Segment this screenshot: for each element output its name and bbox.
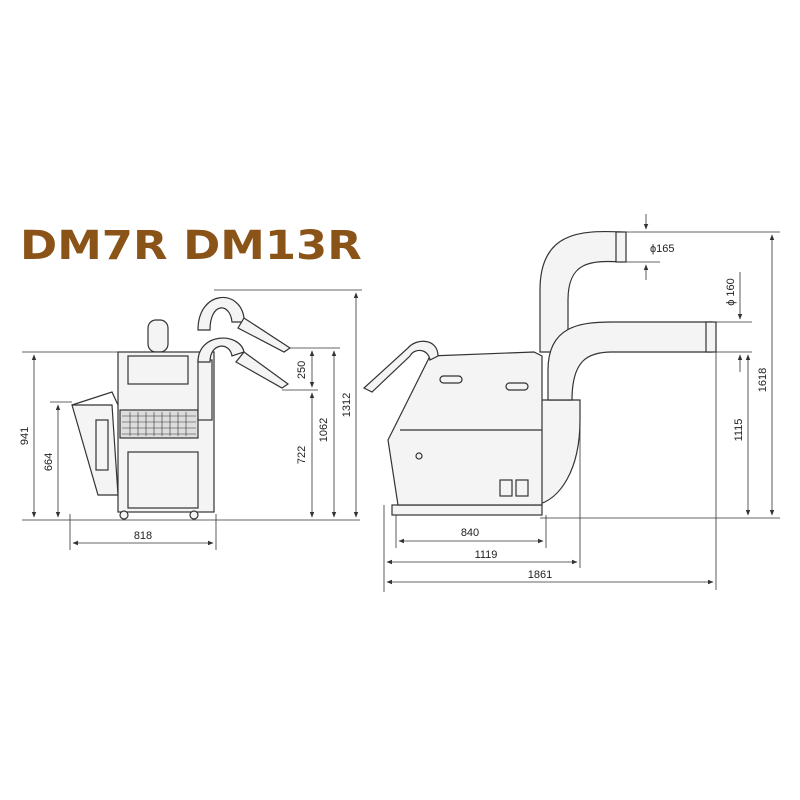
front-wheel-right <box>189 510 199 520</box>
side-switch-1 <box>499 479 513 497</box>
side-lateral-duct-flange <box>705 321 717 353</box>
dim-phi165: ϕ165 <box>650 243 675 255</box>
model-dm13r-label: DM13R <box>183 223 362 269</box>
dim-1115: 1115 <box>733 419 745 442</box>
dim-1618: 1618 <box>757 368 769 392</box>
dim-722: 722 <box>296 446 308 464</box>
front-lower-chute <box>235 351 290 389</box>
side-lateral-duct <box>547 321 713 401</box>
front-upper-chute <box>237 317 292 353</box>
side-tall-duct-flange <box>615 231 627 263</box>
front-wheel-left <box>119 510 129 520</box>
dim-250: 250 <box>296 361 308 379</box>
front-lower-duct <box>197 337 245 363</box>
dim-840: 840 <box>461 527 479 539</box>
front-top-cap <box>147 319 169 353</box>
front-display-panel <box>127 355 189 385</box>
front-right-panel <box>197 359 213 421</box>
side-switch-2 <box>515 479 529 497</box>
dim-664: 664 <box>43 453 55 471</box>
dim-1062: 1062 <box>318 418 330 442</box>
front-side-hopper <box>71 404 119 496</box>
model-dm7r-label: DM7R <box>20 223 168 269</box>
side-view <box>362 230 717 516</box>
page-title: DM7R DM13R <box>20 222 377 270</box>
front-lower-panel <box>127 451 199 509</box>
side-slot-left <box>439 375 463 384</box>
dim-1312: 1312 <box>341 393 353 417</box>
front-upper-duct <box>197 296 245 331</box>
side-inlet-chute <box>362 340 439 393</box>
dim-941: 941 <box>19 427 31 445</box>
dim-1119: 1119 <box>475 549 498 561</box>
side-knob <box>415 452 423 460</box>
side-slot-right <box>505 382 529 391</box>
front-view <box>71 296 292 520</box>
dim-1861: 1861 <box>528 569 552 581</box>
front-grid-panel <box>119 409 199 439</box>
side-base-plate <box>391 504 543 516</box>
dim-phi160: ϕ 160 <box>725 278 737 306</box>
front-side-control <box>95 419 109 471</box>
dim-818: 818 <box>134 530 152 542</box>
